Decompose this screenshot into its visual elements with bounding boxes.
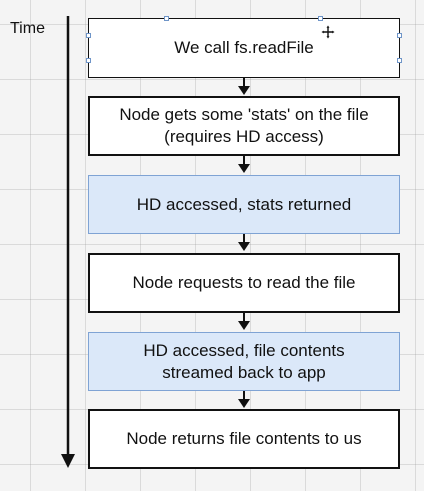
time-axis-label: Time xyxy=(10,20,45,37)
step-box-3[interactable]: HD accessed, stats returned xyxy=(88,175,400,234)
connector-arrow-1 xyxy=(238,78,250,95)
selection-handle-right-bottom[interactable] xyxy=(397,58,402,63)
step-box-2[interactable]: Node gets some 'stats' on the file (requ… xyxy=(88,96,400,156)
connector-arrow-4 xyxy=(238,313,250,330)
step-box-5[interactable]: HD accessed, file contents streamed back… xyxy=(88,332,400,391)
step-label-2: Node gets some 'stats' on the file (requ… xyxy=(119,105,369,146)
connector-arrow-5 xyxy=(238,391,250,408)
move-cursor-icon xyxy=(320,24,336,40)
step-label-3: HD accessed, stats returned xyxy=(136,194,352,214)
selection-handle-top-right[interactable] xyxy=(318,16,323,21)
selection-handle-left-bottom[interactable] xyxy=(86,58,91,63)
step-label-4: Node requests to read the file xyxy=(132,273,356,292)
step-label-1: We call fs.readFile xyxy=(174,38,314,57)
step-label-6: Node returns file contents to us xyxy=(126,429,362,448)
time-axis-arrow xyxy=(61,16,75,468)
selection-handle-top-left[interactable] xyxy=(164,16,169,21)
step-box-4[interactable]: Node requests to read the file xyxy=(88,253,400,313)
connector-arrow-2 xyxy=(238,156,250,173)
step-box-6[interactable]: Node returns file contents to us xyxy=(88,409,400,469)
selection-handle-right-top[interactable] xyxy=(397,33,402,38)
selection-handle-left-top[interactable] xyxy=(86,33,91,38)
step-label-5: HD accessed, file contents streamed back… xyxy=(143,340,345,382)
step-box-1[interactable]: We call fs.readFile xyxy=(88,18,400,78)
connector-arrow-3 xyxy=(238,234,250,251)
